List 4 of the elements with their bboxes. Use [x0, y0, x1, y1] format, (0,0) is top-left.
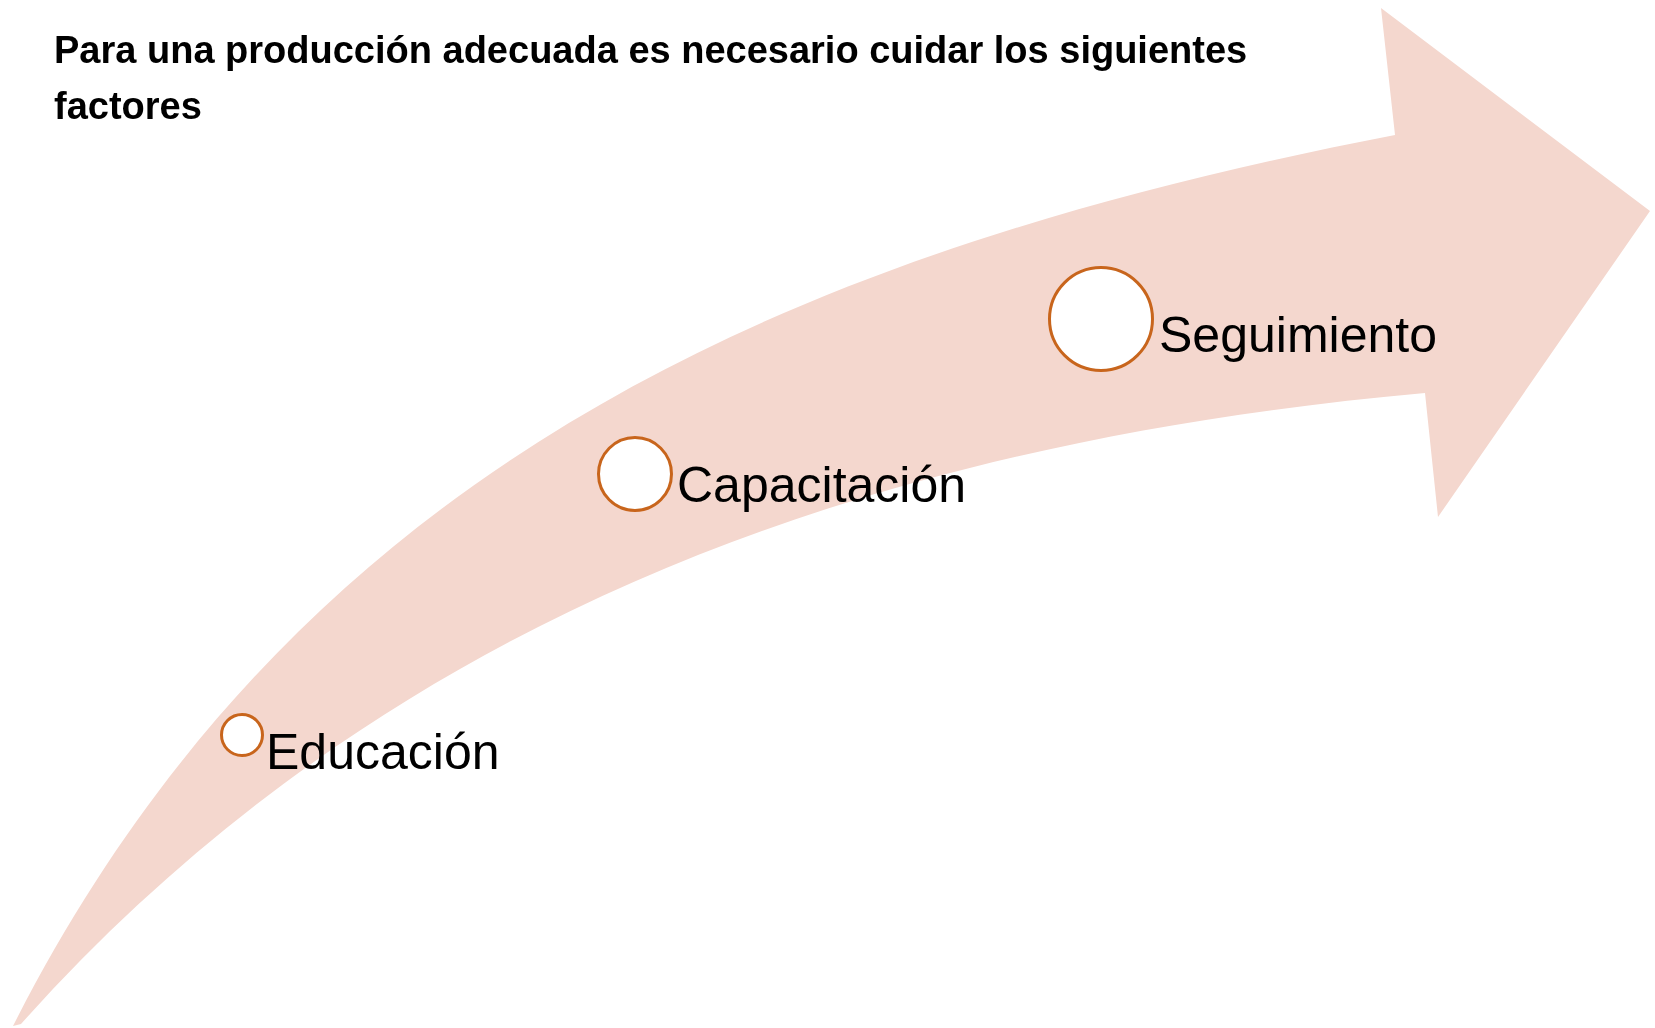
- step-label: Capacitación: [677, 456, 967, 516]
- title: Para una producción adecuada es necesario cuidar los siguientes factores: [54, 28, 1249, 129]
- step-label: Educación: [266, 722, 500, 782]
- step-label: Seguimiento: [1159, 305, 1437, 365]
